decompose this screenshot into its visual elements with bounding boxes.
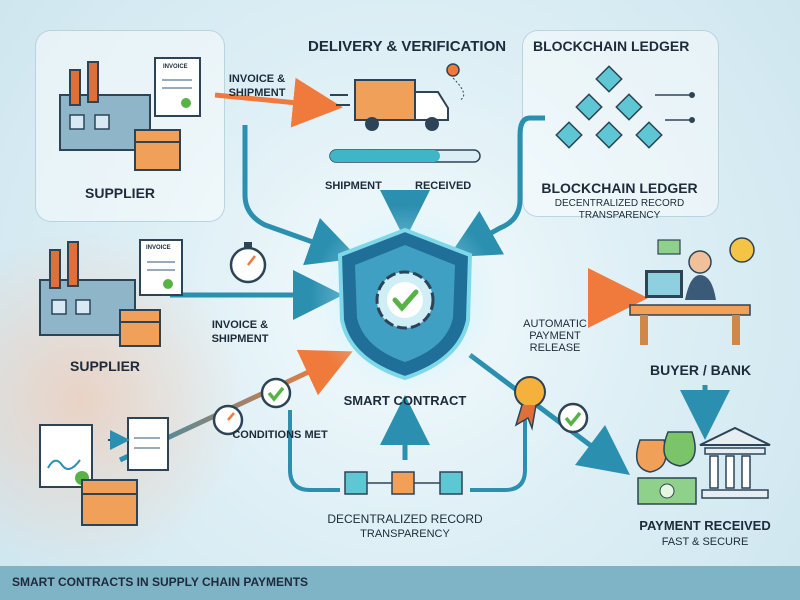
arrow-supplier-to-contract <box>242 125 359 266</box>
money-bags-icon <box>635 431 697 505</box>
delivery-title: DELIVERY & VERIFICATION <box>308 38 507 55</box>
award-ribbon-icon <box>514 376 546 431</box>
bank-icon <box>699 426 771 499</box>
arrow-loop-right <box>470 420 527 492</box>
supplier-label-top: SUPPLIER <box>85 185 156 201</box>
footer-caption: SMART CONTRACTS IN SUPPLY CHAIN PAYMENTS <box>12 575 309 589</box>
checkmark-badge-icon <box>557 402 589 434</box>
buyer-bank-label: BUYER / BANK <box>650 362 752 378</box>
arrow-supplier-to-delivery <box>214 77 343 128</box>
box-icon <box>134 129 181 171</box>
fast-secure-label: FAST & SECURE <box>661 536 749 548</box>
invoice-shipment-label-mid: INVOICE & SHIPMENT <box>211 319 269 345</box>
arrow-contract-to-payment <box>468 353 630 475</box>
invoice-doc-label: INVOICE <box>163 64 188 70</box>
truck-icon <box>330 79 449 131</box>
transparency-label: TRANSPARENCY <box>360 528 450 540</box>
progress-bar <box>329 149 481 163</box>
blockchain-cubes-icon <box>344 471 463 495</box>
ledger-title: BLOCKCHAIN LEDGER <box>533 38 690 54</box>
invoice-shipment-label-top: INVOICE & SHIPMENT <box>228 73 286 99</box>
invoice-icon <box>139 239 183 296</box>
invoice-doc-label-2: INVOICE <box>146 245 171 251</box>
ledger-subtitle: BLOCKCHAIN LEDGER <box>541 180 698 196</box>
blockchain-cubes-icon <box>555 65 695 149</box>
map-pin-icon <box>446 63 465 101</box>
checkmark-badge-icon <box>260 377 292 409</box>
received-label: RECEIVED <box>415 180 472 192</box>
stopwatch-icon <box>229 242 267 284</box>
document-check-icon <box>39 417 169 488</box>
box-icon <box>119 309 161 347</box>
shipment-label: SHIPMENT <box>325 180 382 192</box>
stopwatch-icon <box>212 404 244 436</box>
decentralized-record-label: DECENTRALIZED RECORD <box>327 512 483 526</box>
footer-bar: SMART CONTRACTS IN SUPPLY CHAIN PAYMENTS <box>0 566 800 600</box>
automatic-payment-release-label: AUTOMATIC PAYMENT RELEASE <box>523 318 587 354</box>
ledger-panel <box>522 30 719 217</box>
smart-contract-label: SMART CONTRACT <box>343 393 467 408</box>
ledger-transparency: TRANSPARENCY <box>578 210 661 221</box>
supplier-label-mid: SUPPLIER <box>70 358 141 374</box>
arrow-ledger-to-contract <box>448 115 545 258</box>
box-icon <box>81 479 138 526</box>
invoice-icon <box>154 57 201 117</box>
payment-received-label: PAYMENT RECEIVED <box>639 518 771 533</box>
arrow-ledger-loop-up <box>288 410 340 492</box>
conditions-met-label: CONDITIONS MET <box>232 429 328 441</box>
ledger-decentralized-record: DECENTRALIZED RECORD <box>554 198 685 209</box>
